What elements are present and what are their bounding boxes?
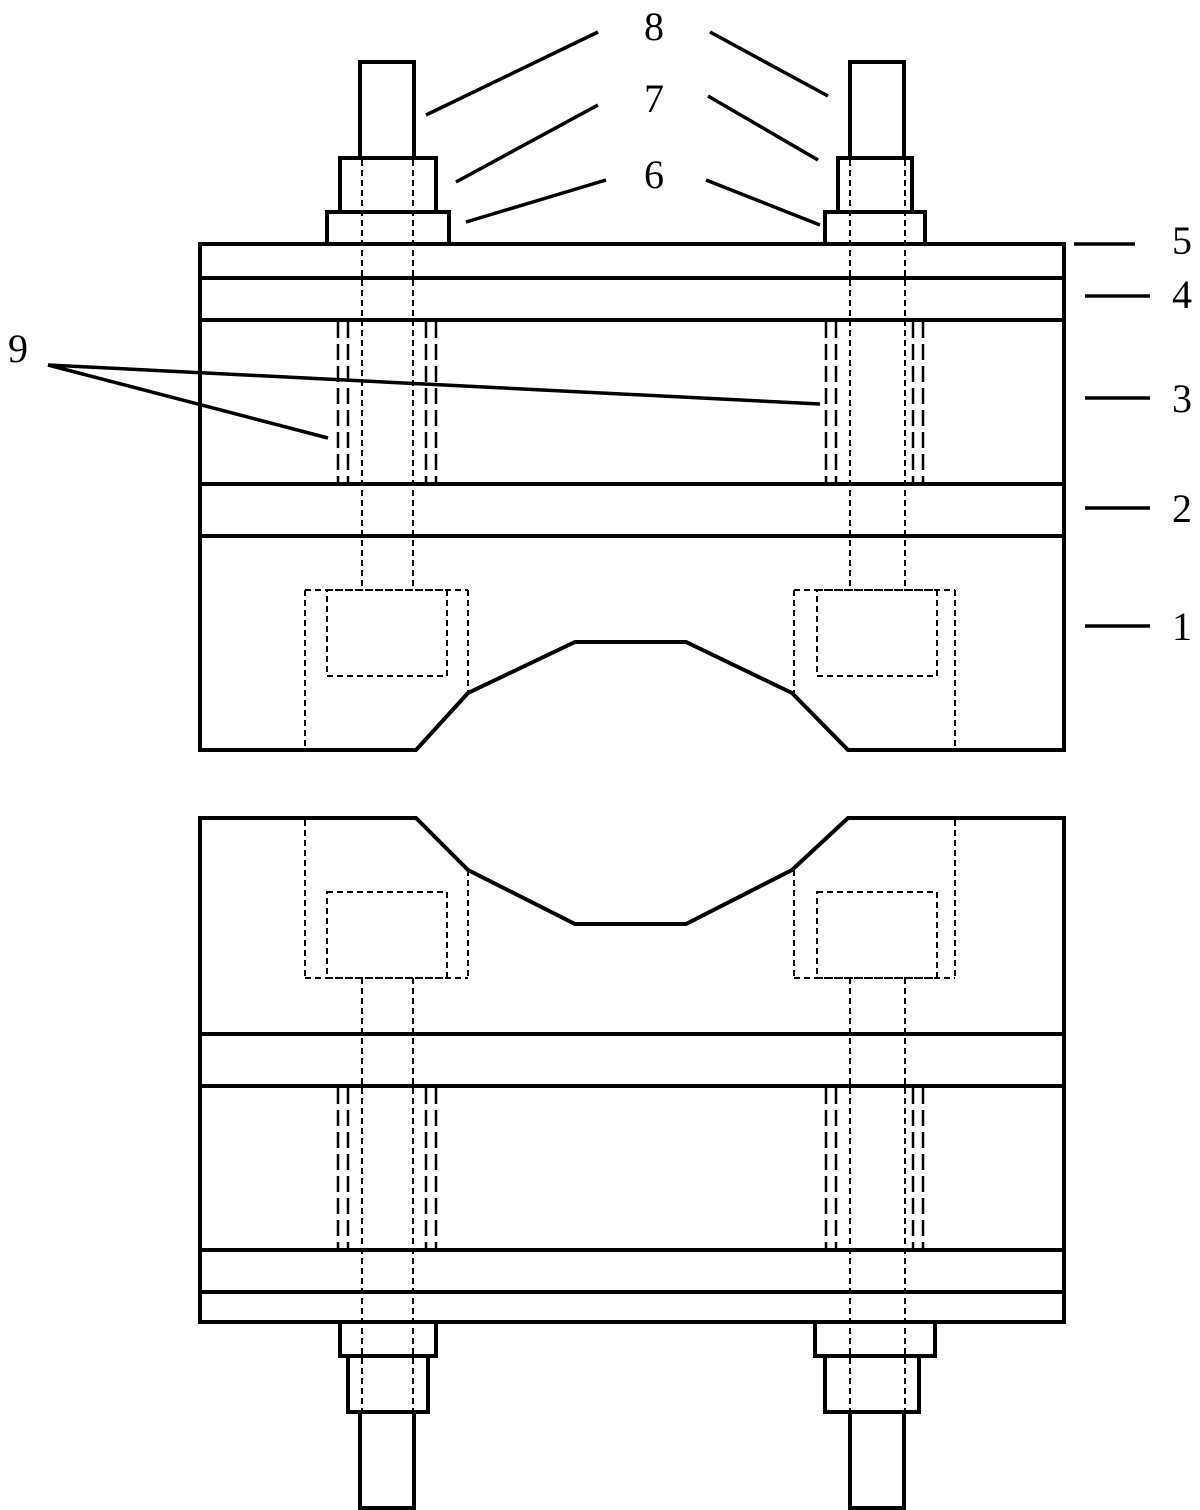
upper-clamp-half [198,60,1066,752]
lower-washer-right [813,1320,937,1358]
label-8: 8 [644,4,664,49]
lower-plate-5 [198,1290,1066,1324]
label-1: 1 [1172,604,1192,649]
part-labels: 8 7 6 5 4 3 2 1 9 [8,4,1192,649]
upper-right-bolt [823,60,927,246]
nut-7 [338,156,438,214]
upper-plate-4 [198,276,1066,322]
upper-right-bolt-hidden [793,160,956,748]
lower-jaw-block [198,816,1066,1036]
upper-jaw-block-1 [198,534,1066,752]
leader-lines [47,30,1150,628]
lower-left-bolt [338,1320,438,1510]
lower-plate-3 [198,1084,1066,1252]
bolt-8 [358,60,416,160]
upper-left-bolt [325,60,451,246]
washer-6-right [823,210,927,246]
label-7: 7 [644,76,664,121]
lower-washer-left [338,1320,438,1358]
upper-left-bolt-hidden [304,160,469,748]
upper-plate-2 [198,482,1066,538]
bolt-8-right [848,60,906,160]
lower-plate-4 [198,1248,1066,1294]
label-6: 6 [644,152,664,197]
upper-plate-5 [198,242,1066,280]
lower-plate-2 [198,1032,1066,1088]
lower-right-bolt [813,1320,937,1510]
label-4: 4 [1172,272,1192,317]
washer-6 [325,210,451,246]
lower-left-bolt-hidden [304,820,469,1410]
lower-nut-left [346,1354,430,1414]
lower-bolt-left [358,1410,416,1510]
lower-bolt-right [848,1410,906,1510]
lower-right-bolt-hidden [793,820,956,1410]
label-3: 3 [1172,376,1192,421]
lower-clamp-half [198,816,1066,1510]
label-9: 9 [8,326,28,371]
upper-plate-3 [198,318,1066,486]
label-5: 5 [1172,218,1192,263]
label-2: 2 [1172,486,1192,531]
